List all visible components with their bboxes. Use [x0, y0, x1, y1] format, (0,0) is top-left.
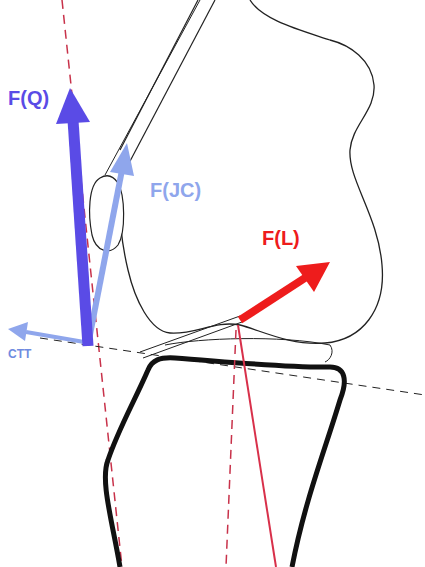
ligament-axis [226, 330, 236, 567]
axis-line [62, 0, 122, 567]
ligament-band [143, 322, 242, 358]
ligament-line [238, 325, 276, 567]
translation-arrow [26, 332, 90, 343]
force-label: F(Q) [8, 88, 49, 108]
joint-force-arrow [110, 143, 134, 176]
joint-force-arrow [88, 170, 122, 345]
ligament-band [140, 316, 240, 352]
force-label: F(L) [262, 228, 300, 248]
quadriceps-tendon [105, 0, 200, 175]
ligament-force-arrow [240, 276, 308, 320]
translation-arrow [8, 322, 28, 341]
ligament-force-arrow [296, 262, 330, 292]
quadriceps-tendon [128, 0, 215, 165]
joint-line [40, 338, 425, 395]
quadriceps-force-arrow [56, 88, 90, 124]
force-label: F(JC) [150, 180, 201, 200]
quadriceps-force-arrow [73, 120, 88, 346]
tibia-outline [105, 358, 344, 567]
femur-outline [119, 0, 382, 343]
force-label: CTT [8, 348, 31, 360]
